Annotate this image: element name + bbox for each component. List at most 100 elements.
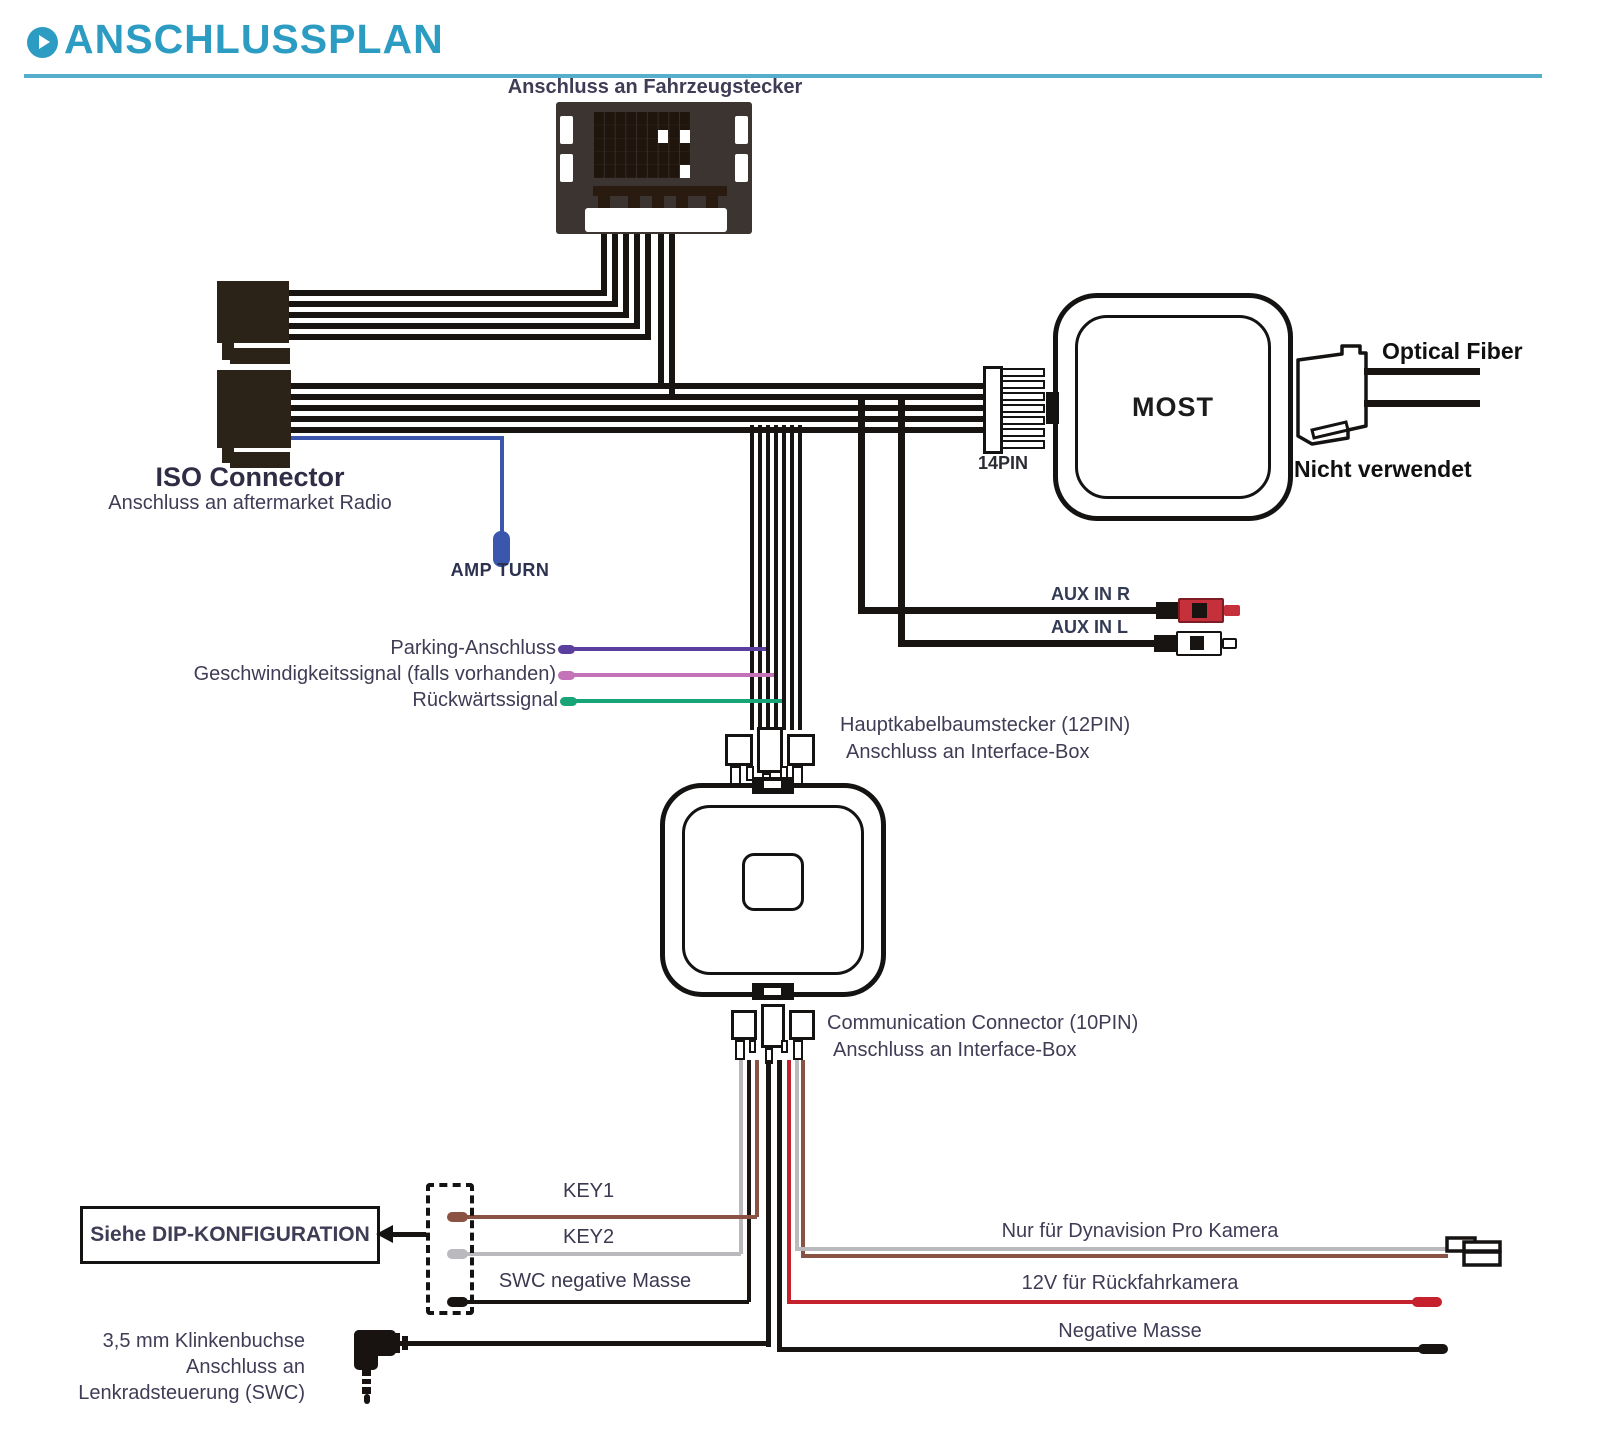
page-title: ANSCHLUSSPLAN	[64, 16, 444, 62]
pin14-label: 14PIN	[978, 453, 1029, 473]
interface-box-center	[742, 853, 804, 911]
comm-connector-label-2: Anschluss an Interface-Box	[833, 1039, 1077, 1061]
rca-white-collar	[1154, 635, 1176, 652]
optical-fiber-line-2	[1364, 400, 1480, 407]
wire-ground-v	[777, 1060, 782, 1351]
wire-key1-h	[466, 1215, 757, 1219]
wire-amp-turn-v	[500, 436, 504, 534]
wire-12v-cap	[1412, 1297, 1442, 1307]
connector-pin-grid	[594, 112, 690, 178]
wire-bundle-6	[790, 425, 794, 730]
wire-speed-cap	[558, 671, 575, 680]
wire-reverse-cap	[560, 697, 577, 706]
pin10-tooth	[793, 1040, 803, 1060]
wire-main-3	[291, 405, 985, 411]
wire-parking-cap	[558, 645, 575, 654]
pin14-tooth	[1001, 440, 1045, 449]
aux-in-r-label: AUX IN R	[1050, 584, 1130, 604]
key2-label: KEY2	[563, 1226, 615, 1248]
camera-connector-icon	[1445, 1236, 1502, 1267]
main-harness-label-1: Hauptkabelbaumstecker (12PIN)	[840, 714, 1131, 736]
wire-bundle-7	[798, 425, 802, 730]
pin14-tooth	[1001, 416, 1045, 425]
rca-red-tip	[1224, 605, 1240, 616]
connector-tab	[735, 116, 748, 144]
wire-12v-h	[787, 1300, 1415, 1304]
wire-key2-v	[739, 1060, 743, 1254]
wire-key2-cap	[447, 1249, 468, 1259]
wire-main-4	[291, 416, 985, 422]
wire-dyn-brown-h	[801, 1254, 1448, 1258]
pin10-tooth	[735, 1040, 745, 1060]
key1-label: KEY1	[563, 1180, 615, 1202]
connector-pin	[658, 130, 668, 143]
rca-white-inner	[1190, 636, 1204, 650]
main-harness-label-2: Anschluss an Interface-Box	[846, 741, 1090, 763]
connector-pin	[680, 165, 690, 178]
rca-white-tip	[1222, 638, 1237, 649]
connector-tab	[560, 116, 573, 144]
play-icon	[27, 27, 58, 58]
wire-iso-upper-2	[289, 301, 618, 307]
wire-main-2	[291, 394, 985, 400]
pin10-tooth	[781, 1040, 788, 1053]
wire-bundle-2	[758, 425, 762, 730]
dip-arrow-shaft	[390, 1232, 426, 1237]
iso-block-upper	[217, 281, 289, 343]
pin10-block-right	[789, 1010, 815, 1040]
pin14-tooth	[1001, 368, 1045, 377]
connector-tab	[735, 154, 748, 182]
most-right-mark	[1288, 348, 1293, 376]
wire-parking	[573, 647, 766, 651]
speed-signal-label: Geschwindigkeitssignal (falls vorhanden)	[193, 663, 556, 685]
negative-ground-label: Negative Masse	[1058, 1320, 1202, 1342]
wire-bundle-5	[782, 425, 786, 730]
jack-label-3: Lenkradsteuerung (SWC)	[78, 1382, 305, 1404]
jack-plug-icon	[354, 1330, 408, 1404]
iso-block-lower	[217, 370, 291, 448]
rca-red-inner	[1192, 603, 1207, 618]
dip-arrow-head	[376, 1225, 393, 1243]
connector-pin	[680, 130, 690, 143]
wire-amp-turn-h	[291, 436, 503, 440]
wire-jack-v	[766, 1060, 771, 1347]
jack-label-1: 3,5 mm Klinkenbuchse	[102, 1330, 305, 1352]
header-divider	[24, 74, 1542, 78]
wire-vehicle-5	[645, 234, 651, 340]
wire-jack-h	[396, 1341, 771, 1346]
wire-iso-upper-5	[289, 334, 651, 340]
pin12-block-mid	[757, 727, 783, 773]
wire-vehicle-3	[623, 234, 629, 318]
connector-comb	[593, 186, 727, 196]
wire-iso-upper-3	[289, 312, 629, 318]
wire-speed	[573, 673, 774, 677]
pin10-tooth	[749, 1040, 756, 1053]
wire-swc-cap	[447, 1297, 468, 1307]
wire-vehicle-6	[658, 234, 664, 389]
wire-vehicle-2	[612, 234, 618, 307]
rca-red-collar	[1156, 602, 1178, 619]
pin10-block-left	[731, 1010, 757, 1040]
swc-ground-label: SWC negative Masse	[498, 1270, 692, 1292]
comm-connector-label-1: Communication Connector (10PIN)	[827, 1012, 1139, 1034]
wire-key2-h	[466, 1252, 741, 1256]
wire-iso-upper-4	[289, 323, 640, 329]
wire-vehicle-4	[634, 234, 640, 329]
wire-vehicle-7	[669, 234, 675, 400]
parking-label: Parking-Anschluss	[390, 637, 556, 659]
interface-box-top-slot	[764, 781, 781, 788]
wire-iso-upper-1	[289, 290, 607, 296]
wire-dyn-brown-v	[801, 1060, 805, 1256]
wire-ground-cap	[1418, 1344, 1448, 1354]
dip-config-label: Siehe DIP-KONFIGURATION	[90, 1223, 370, 1246]
iso-connector-subtitle: Anschluss an aftermarket Radio	[108, 492, 392, 514]
optical-fiber-label: Optical Fiber	[1382, 338, 1523, 364]
wire-swc-h	[466, 1300, 749, 1304]
amp-turn-terminal	[493, 531, 510, 567]
interface-box-bottom-slot	[764, 988, 781, 995]
most-left-tab	[1046, 392, 1059, 424]
wire-main-1	[291, 383, 985, 389]
wire-aux-l-v	[898, 400, 905, 647]
iso-block-upper-bar	[230, 348, 290, 364]
